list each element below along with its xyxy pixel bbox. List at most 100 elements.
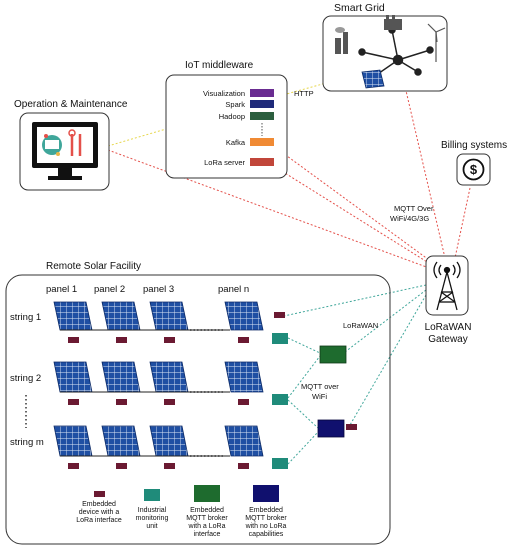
lora-device [68,463,79,469]
lora-device [68,399,79,405]
mqtt-over-wifi-label-line1: MQTT over [301,382,339,391]
link-unit2-to-lora-broker [287,355,321,399]
solar-panel [224,301,264,331]
link-unit3-to-broker [287,431,319,465]
svg-text:Spark: Spark [225,100,245,109]
monitoring-unit [272,333,288,344]
remote-solar-facility: Remote Solar Facility panel 1 panel 2 pa… [5,261,391,545]
lora-device [164,463,175,469]
operation-maintenance-title: Operation & Maintenance [14,99,128,110]
svg-text:$: $ [470,162,478,177]
svg-text:with no LoRa: with no LoRa [245,523,287,530]
link-unit2-to-broker [287,399,319,429]
solar-panel [53,301,93,331]
string-2-label: string 2 [10,373,41,384]
link-om-to-gateway [107,149,441,273]
monitoring-unit [272,458,288,469]
legend-item-monitoring-unit: Industrial monitoring unit [136,489,169,530]
lora-device [116,337,127,343]
mqtt-over-wan-label-line2: WiFi/4G/3G [390,214,429,223]
lora-device [164,399,175,405]
solar-panel [101,301,141,331]
lora-device [164,337,175,343]
svg-text:Embedded: Embedded [190,507,224,514]
panel-n-label: panel n [218,284,249,295]
lora-device [238,463,249,469]
dollar-icon: $ [462,158,485,181]
billing-systems-title: Billing systems [441,140,507,151]
http-link-label: HTTP [294,89,314,98]
mqtt-broker-with-lora [319,345,347,364]
svg-text:interface: interface [194,531,221,538]
mqtt-over-wifi-label-line2: WiFi [312,392,327,401]
svg-text:Visualization: Visualization [203,89,245,98]
svg-text:MQTT broker: MQTT broker [245,515,287,522]
link-loraserver-to-gateway [271,164,441,271]
middleware-stack-lora-server: LoRa server [204,158,274,167]
svg-text:LoRa server: LoRa server [204,158,245,167]
svg-text:monitoring: monitoring [136,515,169,522]
legend-item-mqtt-broker-lora: Embedded MQTT broker with a LoRa interfa… [186,485,228,538]
legend-item-lora-device: Embedded device with a LoRa interface [76,491,122,524]
antenna-tower-icon [433,261,461,311]
solar-panel [53,361,93,393]
gateway-box [425,255,469,316]
legend: Embedded device with a LoRa interface In… [76,485,287,538]
mqtt-over-wan-label-line1: MQTT Over [394,204,434,213]
solar-panel [101,425,141,457]
smart-grid-title: Smart Grid [334,2,385,14]
gateway-title-line1: LoRaWAN [425,322,472,333]
solar-string-row-1 [53,301,288,344]
panel-2-label: panel 2 [94,284,125,295]
lora-device [346,424,357,430]
power-plant-icon [335,27,348,54]
middleware-stack-kafka: Kafka [226,138,274,147]
solar-panel [149,301,189,331]
solar-panel [149,361,189,393]
solar-panel [101,361,141,393]
solar-panel-icon [361,69,385,89]
solar-string-row-m [53,425,288,469]
svg-text:Kafka: Kafka [226,138,246,147]
monitoring-unit [272,394,288,405]
mqtt-broker-no-lora [317,419,345,438]
svg-text:device with a: device with a [79,509,120,516]
gateway-title-line2: Gateway [428,334,467,345]
connection-links [107,64,471,465]
svg-text:capabilities: capabilities [249,531,284,538]
iot-middleware-title: IoT middleware [185,60,254,71]
lorawan-gateway-node: LoRaWAN Gateway [425,255,472,345]
svg-text:unit: unit [146,523,157,530]
middleware-stack-visualization: Visualization [203,89,274,98]
svg-text:Industrial: Industrial [138,507,167,514]
lora-device [116,463,127,469]
factory-icon [384,15,402,30]
solar-facility-title: Remote Solar Facility [46,261,141,272]
string-m-label: string m [10,437,44,448]
solar-facility-box [5,274,391,545]
link-smartgrid-to-gateway [399,64,446,259]
billing-systems-node: Billing systems $ [441,140,507,186]
lorawan-link-label: LoRaWAN [343,321,378,330]
smart-grid-node: Smart Grid [322,2,448,92]
panel-1-label: panel 1 [46,284,77,295]
link-unit1-to-lora-broker [287,337,321,354]
svg-text:LoRa interface: LoRa interface [76,517,122,524]
operation-maintenance-node: Operation & Maintenance [14,99,128,191]
legend-item-mqtt-broker-no-lora: Embedded MQTT broker with no LoRa capabi… [245,485,287,538]
svg-text:with a LoRa: with a LoRa [188,523,226,530]
link-gateway-to-lora-broker [344,289,427,353]
panel-3-label: panel 3 [143,284,174,295]
string-1-label: string 1 [10,312,41,323]
wind-turbine-icon [427,23,446,62]
monitor-icon [32,122,98,180]
lora-device [238,399,249,405]
middleware-stack-spark: Spark [225,100,274,109]
lora-device [274,312,285,318]
svg-text:MQTT broker: MQTT broker [186,515,228,522]
svg-text:Embedded: Embedded [82,501,116,508]
middleware-stack-hadoop: Hadoop [219,112,274,121]
solar-panel [224,361,264,393]
iot-middleware-node: IoT middleware Visualization Spark Hadoo… [165,60,288,179]
lora-device [68,337,79,343]
